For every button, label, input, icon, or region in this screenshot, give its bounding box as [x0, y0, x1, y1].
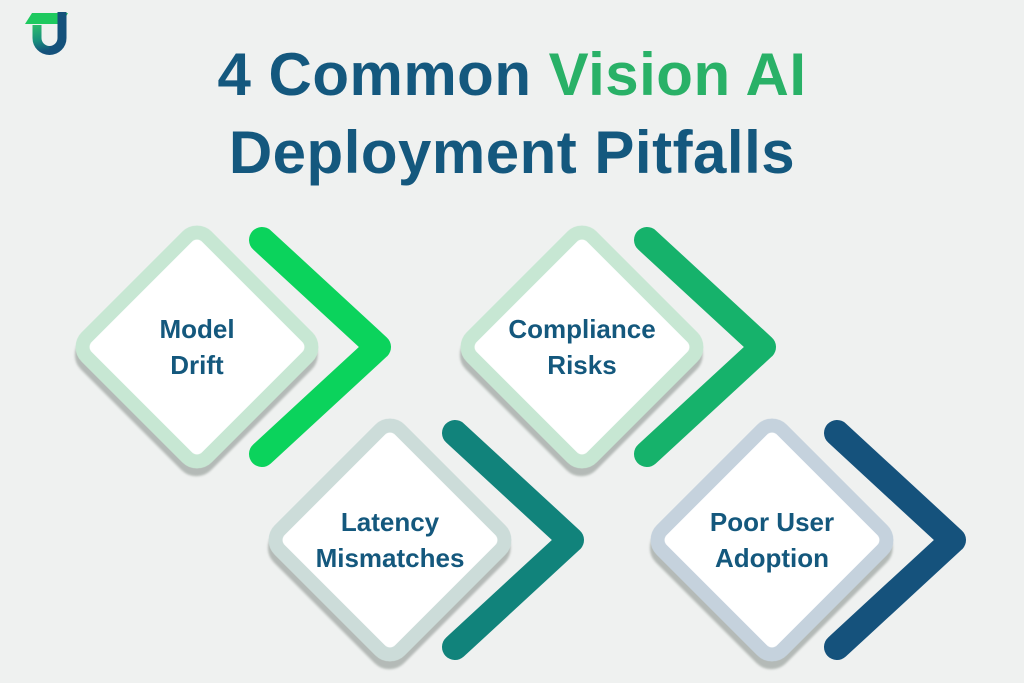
title-line-1: 4 Common Vision AI	[0, 36, 1024, 114]
logo-t-bar	[25, 13, 68, 24]
title-text-primary: 4 Common	[217, 41, 549, 108]
diamond-shape	[75, 225, 319, 469]
pitfall-label-line2: Mismatches	[315, 543, 465, 573]
page-title: 4 Common Vision AI Deployment Pitfalls	[0, 36, 1024, 192]
pitfall-unit-latency-mismatches: Latency Mismatches	[240, 390, 660, 683]
pitfall-label-line1: Poor User	[709, 507, 835, 537]
pitfall-label-line1: Latency	[340, 507, 440, 537]
chevron-right-icon	[634, 227, 776, 467]
brand-logo-icon	[25, 12, 68, 55]
chevron-right-icon	[442, 420, 584, 660]
pitfall-unit-model-drift: Model Drift	[47, 197, 467, 497]
pitfall-label-line2: Adoption	[714, 543, 830, 573]
pitfall-label-line2: Drift	[170, 350, 224, 380]
chevron-right-icon	[824, 420, 966, 660]
pitfall-unit-compliance-risks: Compliance Risks	[432, 197, 852, 497]
chevron-right-icon	[249, 227, 391, 467]
pitfall-label: Poor User Adoption	[622, 390, 922, 683]
pitfall-label-line2: Risks	[547, 350, 617, 380]
title-text-accent: Vision AI	[548, 41, 807, 108]
pitfall-unit-poor-user-adoption: Poor User Adoption	[622, 390, 1024, 683]
pitfall-label-line1: Compliance	[508, 314, 656, 344]
pitfall-label: Compliance Risks	[432, 197, 732, 497]
logo-u-right	[49, 12, 67, 55]
diamond-shape	[268, 418, 512, 662]
pitfall-label: Latency Mismatches	[240, 390, 540, 683]
title-line-2: Deployment Pitfalls	[228, 119, 796, 186]
diamond-shape	[460, 225, 704, 469]
logo-u-left	[32, 25, 50, 55]
pitfall-label-line1: Model	[159, 314, 235, 344]
pitfall-label: Model Drift	[47, 197, 347, 497]
diamond-shape	[650, 418, 894, 662]
